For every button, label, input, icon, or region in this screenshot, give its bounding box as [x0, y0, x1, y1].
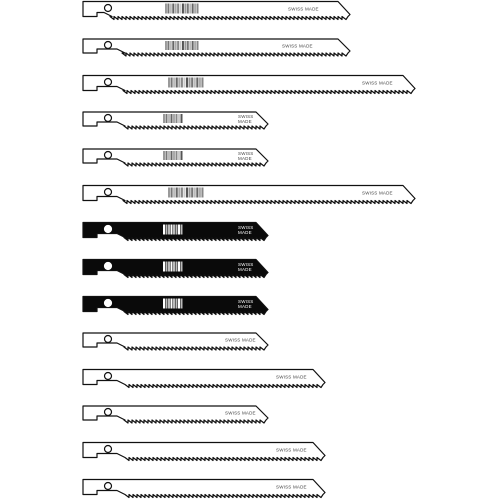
- blade-body: [82, 405, 269, 424]
- blade-body: [82, 368, 326, 389]
- shank-hole: [103, 77, 113, 87]
- swiss-made-label: SWISS: [238, 299, 254, 304]
- shank-hole: [103, 407, 113, 417]
- saw-blade: SWISS MADE: [82, 184, 416, 205]
- shank-hole: [103, 371, 113, 381]
- swiss-made-label: SWISS: [238, 225, 254, 230]
- swiss-made-label: SWISS: [238, 262, 254, 267]
- swiss-made-label: SWISS MADE: [225, 411, 256, 416]
- saw-blade: SWISS MADE: [82, 0, 351, 21]
- shank-hole: [103, 298, 113, 308]
- shank-hole: [103, 224, 113, 234]
- saw-blade: SWISS MADE: [82, 478, 326, 499]
- swiss-made-label: SWISS MADE: [288, 7, 319, 12]
- swiss-made-label: MADE: [238, 230, 252, 235]
- blade-body: [82, 441, 326, 462]
- swiss-made-label: SWISS MADE: [276, 485, 307, 490]
- shank-hole: [103, 40, 113, 50]
- saw-blade: SWISS MADE: [82, 332, 269, 351]
- shank-hole: [103, 113, 113, 123]
- marking-bars: [165, 41, 199, 50]
- blade-body: [82, 0, 351, 21]
- swiss-made-label: SWISS MADE: [225, 338, 256, 343]
- marking-bars: [168, 77, 204, 88]
- saw-blade: SWISS MADE: [82, 74, 416, 95]
- shank-hole: [103, 3, 113, 13]
- shank-hole: [103, 187, 113, 197]
- marking-bars: [163, 224, 183, 235]
- shank-hole: [103, 261, 113, 271]
- blade-body: [82, 74, 416, 95]
- swiss-made-label: MADE: [238, 119, 252, 124]
- swiss-made-label: SWISS MADE: [362, 191, 393, 196]
- swiss-made-label: SWISS: [238, 114, 254, 119]
- marking-bars: [163, 298, 183, 309]
- saw-blade: SWISS MADE: [82, 441, 326, 462]
- shank-hole: [103, 334, 113, 344]
- swiss-made-label: SWISS MADE: [276, 375, 307, 380]
- marking-bars: [168, 187, 204, 198]
- marking-bars: [163, 261, 183, 272]
- shank-hole: [103, 150, 113, 160]
- swiss-made-label: SWISS MADE: [276, 448, 307, 453]
- swiss-made-label: MADE: [238, 267, 252, 272]
- saw-blade: SWISS MADE: [82, 405, 269, 424]
- swiss-made-label: MADE: [238, 156, 252, 161]
- blade-body: [82, 38, 351, 57]
- swiss-made-label: SWISS MADE: [282, 44, 313, 49]
- marking-bars: [165, 3, 199, 14]
- swiss-made-label: SWISS: [238, 151, 254, 156]
- shank-hole: [103, 481, 113, 491]
- blade-body: [82, 332, 269, 351]
- saw-blade: SWISS MADE: [82, 38, 351, 57]
- saw-blade: SWISS MADE: [82, 368, 326, 389]
- swiss-made-label: SWISS MADE: [362, 81, 393, 86]
- shank-hole: [103, 444, 113, 454]
- swiss-made-label: MADE: [238, 304, 252, 309]
- marking-bars: [163, 151, 183, 160]
- blade-body: [82, 184, 416, 205]
- marking-bars: [163, 114, 183, 123]
- blade-body: [82, 478, 326, 499]
